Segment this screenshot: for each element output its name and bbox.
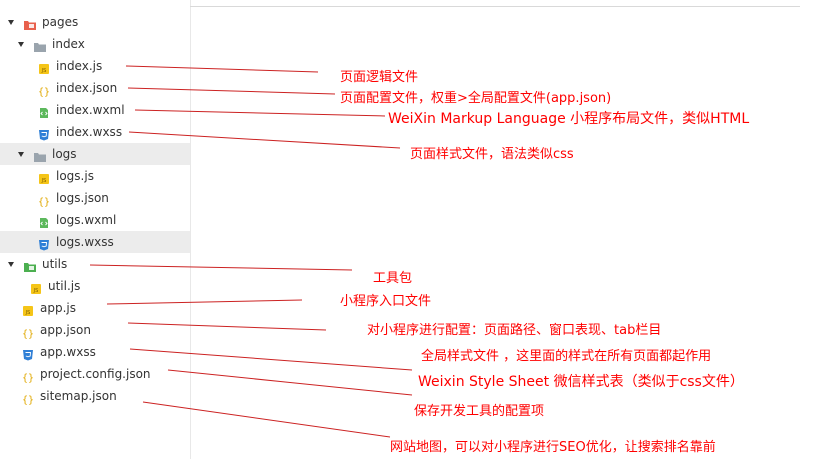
tree-file-app-json[interactable]: {} app.json — [0, 319, 190, 341]
tree-item-label: logs — [52, 147, 77, 161]
tree-folder-index[interactable]: index — [0, 33, 190, 55]
top-divider — [190, 6, 800, 7]
tree-item-label: util.js — [48, 279, 81, 293]
annotation-project-config: 保存开发工具的配置项 — [414, 404, 545, 419]
tree-folder-logs[interactable]: logs — [0, 143, 190, 165]
tree-file-app-js[interactable]: JS app.js — [0, 297, 190, 319]
tree-file-index-wxml[interactable]: index.wxml — [0, 99, 190, 121]
tree-item-label: pages — [42, 15, 79, 29]
annotation-utils: 工具包 — [373, 271, 413, 286]
annotation-page-config: 页面配置文件，权重>全局配置文件(app.json) — [340, 91, 612, 106]
tree-item-label: logs.json — [56, 191, 109, 205]
folder-pages-icon — [23, 16, 36, 30]
tree-item-label: index.wxml — [56, 103, 125, 117]
tree-file-index-json[interactable]: {} index.json — [0, 77, 190, 99]
tree-item-label: app.js — [40, 301, 76, 315]
annotation-sitemap: 网站地图，可以对小程序进行SEO优化，让搜索排名靠前 — [390, 440, 716, 455]
tree-file-logs-json[interactable]: {} logs.json — [0, 187, 190, 209]
tree-file-project-config-json[interactable]: {} project.config.json — [0, 363, 190, 385]
svg-text:JS: JS — [25, 310, 31, 316]
chevron-down-icon[interactable] — [8, 262, 14, 267]
css-file-icon — [38, 236, 50, 251]
css-file-icon — [38, 126, 50, 141]
tree-item-label: app.json — [40, 323, 91, 337]
file-explorer-tree — [0, 0, 191, 459]
tree-item-label: logs.wxss — [56, 235, 114, 249]
svg-text:{}: {} — [22, 329, 34, 339]
tree-file-index-js[interactable]: JS index.js — [0, 55, 190, 77]
tree-item-label: index.js — [56, 59, 103, 73]
annotation-app-config: 对小程序进行配置：页面路径、窗口表现、tab栏目 — [367, 323, 662, 338]
js-file-icon: JS — [38, 170, 50, 184]
annotation-page-logic: 页面逻辑文件 — [340, 70, 419, 85]
svg-text:JS: JS — [41, 178, 47, 184]
json-file-icon: {} — [22, 324, 34, 340]
json-file-icon: {} — [22, 368, 34, 384]
svg-text:{}: {} — [22, 373, 34, 383]
folder-utils-icon — [23, 258, 36, 272]
json-file-icon: {} — [38, 192, 50, 208]
json-file-icon: {} — [22, 390, 34, 406]
tree-item-label: index.json — [56, 81, 118, 95]
tree-item-label: logs.js — [56, 169, 94, 183]
folder-icon — [33, 148, 46, 162]
tree-folder-utils[interactable]: utils — [0, 253, 190, 275]
tree-folder-pages[interactable]: pages — [0, 11, 190, 33]
annotation-page-style: 页面样式文件，语法类似css — [410, 147, 574, 162]
tree-file-logs-js[interactable]: JS logs.js — [0, 165, 190, 187]
tree-file-sitemap-json[interactable]: {} sitemap.json — [0, 385, 190, 407]
js-file-icon: JS — [38, 60, 50, 74]
tree-item-label: app.wxss — [40, 345, 96, 359]
tree-item-label: index — [52, 37, 85, 51]
svg-text:JS: JS — [33, 288, 39, 294]
annotation-wxss: Weixin Style Sheet 微信样式表（类似于css文件） — [418, 374, 744, 390]
tree-item-label: index.wxss — [56, 125, 123, 139]
css-file-icon — [22, 346, 34, 361]
chevron-down-icon[interactable] — [8, 20, 14, 25]
annotation-entry: 小程序入口文件 — [340, 294, 432, 309]
chevron-down-icon[interactable] — [18, 152, 24, 157]
folder-icon — [33, 38, 46, 52]
svg-text:{}: {} — [38, 87, 50, 97]
annotation-global-style: 全局样式文件 ，这里面的样式在所有页面都起作用 — [421, 349, 712, 364]
svg-text:JS: JS — [41, 68, 47, 74]
tree-item-label: logs.wxml — [56, 213, 117, 227]
svg-text:{}: {} — [38, 197, 50, 207]
wxml-file-icon — [38, 104, 50, 118]
annotation-line-9 — [167, 369, 413, 396]
json-file-icon: {} — [38, 82, 50, 98]
wxml-file-icon — [38, 214, 50, 228]
tree-file-index-wxss[interactable]: index.wxss — [0, 121, 190, 143]
annotation-wxml: WeiXin Markup Language 小程序布局文件，类似HTML — [388, 111, 750, 127]
tree-file-logs-wxml[interactable]: logs.wxml — [0, 209, 190, 231]
tree-file-app-wxss[interactable]: app.wxss — [0, 341, 190, 363]
tree-item-label: utils — [42, 257, 68, 271]
js-file-icon: JS — [30, 280, 42, 294]
chevron-down-icon[interactable] — [18, 42, 24, 47]
tree-file-util-js[interactable]: JS util.js — [0, 275, 190, 297]
tree-item-label: sitemap.json — [40, 389, 117, 403]
tree-file-logs-wxss[interactable]: logs.wxss — [0, 231, 190, 253]
js-file-icon: JS — [22, 302, 34, 316]
svg-text:{}: {} — [22, 395, 34, 405]
tree-item-label: project.config.json — [40, 367, 151, 381]
